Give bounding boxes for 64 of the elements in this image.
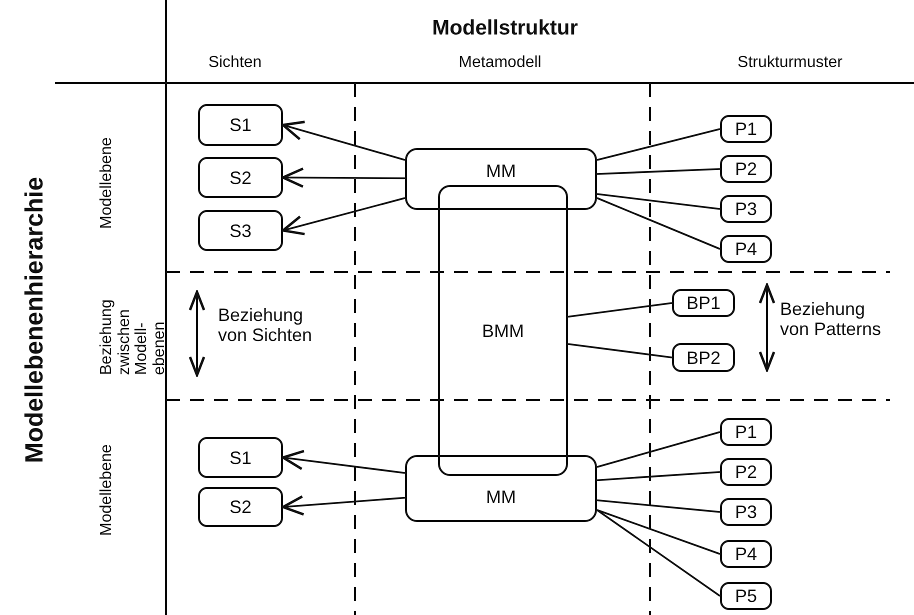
column-heading: Sichten xyxy=(208,54,262,72)
node-label: P1 xyxy=(734,423,758,441)
node-label: S1 xyxy=(229,448,252,466)
node-label: BP2 xyxy=(686,348,721,366)
node-label: BMM xyxy=(482,322,524,340)
metamodel-box xyxy=(405,148,597,210)
connector-line xyxy=(282,197,406,236)
rounded-box xyxy=(720,540,772,568)
connector-line xyxy=(282,495,406,516)
connector-line xyxy=(596,168,720,175)
rounded-box xyxy=(720,155,772,183)
node-label: P2 xyxy=(734,463,758,481)
node-label: P2 xyxy=(734,160,758,178)
axis-heading: Modellebene xyxy=(98,137,116,229)
node-label: BP1 xyxy=(686,294,721,312)
column-heading: Metamodell xyxy=(458,54,542,72)
diagram-title: Modellstruktur xyxy=(432,16,578,40)
node-label: P4 xyxy=(734,240,758,258)
node-label: S2 xyxy=(229,168,252,186)
node-label: S2 xyxy=(229,498,252,516)
relation-note: Beziehung von Sichten xyxy=(218,306,314,346)
node-label: P1 xyxy=(734,120,758,138)
connector-line xyxy=(568,343,672,358)
axis-heading: Modellebenenhierarchie xyxy=(21,176,49,464)
axis-heading: Beziehung zwischen Modell- ebenen xyxy=(98,298,168,375)
rounded-box xyxy=(720,115,772,143)
metamodel-box xyxy=(405,455,597,522)
node-label: P3 xyxy=(734,200,758,218)
rounded-box xyxy=(720,582,772,610)
column-heading: Strukturmuster xyxy=(738,54,842,72)
node-label: MM xyxy=(486,488,516,506)
rounded-box xyxy=(198,210,283,251)
rounded-box xyxy=(720,418,772,446)
connector-line xyxy=(596,499,720,513)
connector-line xyxy=(596,509,721,597)
rounded-box xyxy=(672,343,735,372)
connector-line xyxy=(596,193,720,210)
connector-line xyxy=(596,509,720,555)
connector-line xyxy=(282,450,406,474)
node-label: P5 xyxy=(734,587,758,605)
connector-line xyxy=(596,128,720,161)
node-label: S3 xyxy=(229,222,252,240)
connector-line xyxy=(568,302,672,318)
node-label: P3 xyxy=(734,503,758,521)
relation-note: Beziehung von Patterns xyxy=(780,300,882,340)
rounded-box xyxy=(198,437,283,478)
connector-line xyxy=(596,471,720,482)
rounded-box xyxy=(720,235,772,263)
connector-line xyxy=(596,431,720,468)
rounded-box xyxy=(198,157,283,198)
rounded-box xyxy=(720,498,772,526)
connector-line xyxy=(596,197,720,250)
connector-line xyxy=(282,120,406,161)
node-label: MM xyxy=(486,162,516,180)
rounded-box xyxy=(720,458,772,486)
rounded-box xyxy=(672,289,735,317)
axis-heading: Modellebene xyxy=(98,444,116,536)
node-label: S1 xyxy=(229,116,252,134)
rounded-box xyxy=(720,195,772,223)
rounded-box xyxy=(198,104,283,146)
node-label: P4 xyxy=(734,545,758,563)
connector-line xyxy=(282,167,405,188)
rounded-box xyxy=(198,487,283,527)
container-box xyxy=(438,185,568,476)
